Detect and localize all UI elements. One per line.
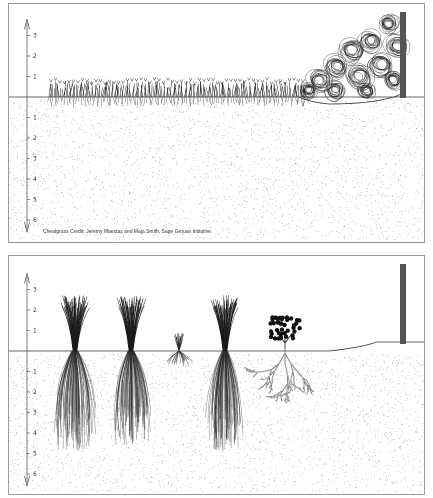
- bunchgrass-1: [55, 295, 96, 450]
- scale-tick-label: 6: [33, 471, 37, 478]
- ground-line: [9, 342, 424, 351]
- tumbleweed-cluster: [300, 14, 410, 102]
- scale-tick-label: 1: [33, 369, 37, 376]
- scale-tick-label: 1: [33, 115, 37, 122]
- cheatgrass-illustration: 3 2 1 1 2 3 4 5 6 Cheatgrass Credit: Jeremy Maes…: [9, 4, 424, 242]
- reference-post: [400, 12, 406, 98]
- mound-outline: [299, 93, 404, 104]
- cheatgrass-shallow-roots: [48, 97, 310, 107]
- bunchgrass-2: [114, 296, 150, 445]
- reference-post: [400, 264, 406, 344]
- scale-tick-label: 3: [33, 410, 37, 417]
- scale-tick-label: 6: [33, 217, 37, 224]
- scale-tick-label: 2: [33, 307, 37, 314]
- bunchgrass-seedling: [167, 333, 193, 366]
- soil-texture: [9, 100, 424, 240]
- scale-tick-label: 3: [33, 33, 37, 40]
- scale-tick-label: 4: [33, 430, 37, 437]
- scale-tick-label: 2: [33, 53, 37, 60]
- scale-tick-label: 4: [33, 176, 37, 183]
- scale-tick-label: 2: [33, 135, 37, 142]
- scale-tick-label: 1: [33, 328, 37, 335]
- credit-caption: Cheatgrass Credit: Jeremy Maestas and Ma…: [43, 229, 212, 235]
- native-plants-illustration: 3 2 1 1 2 3 4 5 6: [9, 256, 424, 494]
- bunchgrass-3: [206, 295, 243, 451]
- native-plants-panel: 3 2 1 1 2 3 4 5 6: [8, 255, 425, 495]
- scale-tick-label: 3: [33, 156, 37, 163]
- scale-tick-label: 3: [33, 287, 37, 294]
- scale-tick-label: 5: [33, 197, 37, 204]
- cheatgrass-band: [49, 77, 306, 97]
- sagebrush-shrub: [245, 315, 314, 403]
- scale-tick-label: 1: [33, 74, 37, 81]
- scale-tick-label: 5: [33, 451, 37, 458]
- scale-tick-label: 2: [33, 389, 37, 396]
- cheatgrass-panel: 3 2 1 1 2 3 4 5 6 Cheatgrass Credit: Jeremy Maes…: [8, 3, 425, 243]
- depth-scale: 3 2 1 1 2 3 4 5 6: [25, 273, 38, 486]
